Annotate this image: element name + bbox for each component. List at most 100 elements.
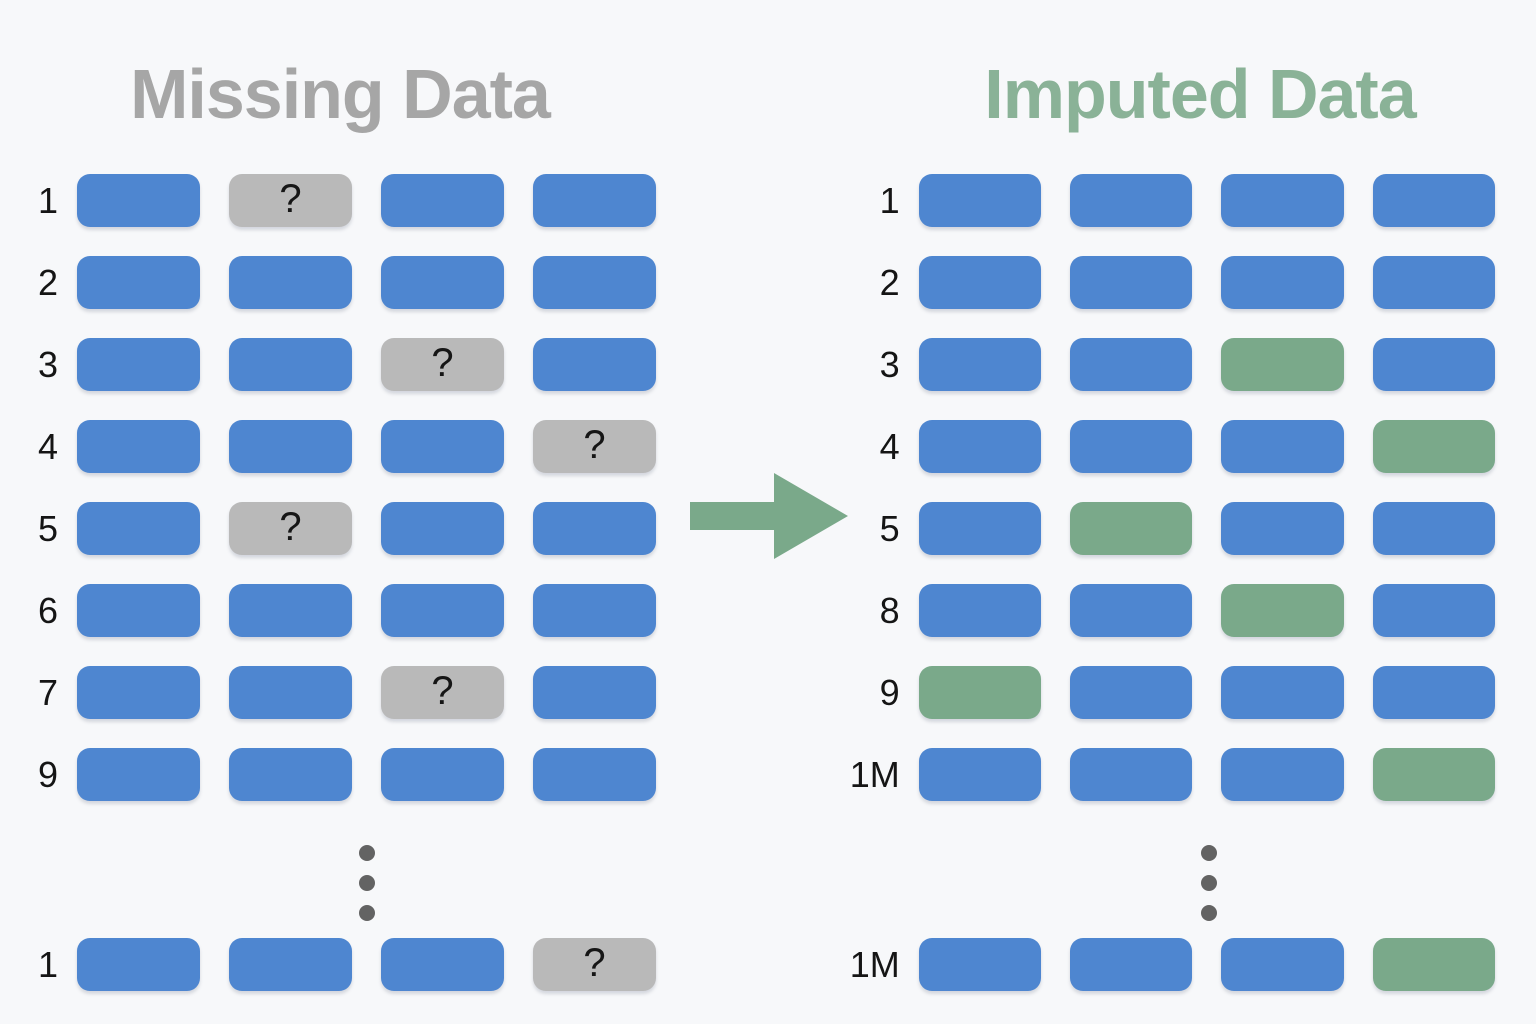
missing-value-cell: ? [229,502,352,555]
row-label: 1 [37,944,58,985]
right-arrow-icon [690,473,848,559]
imputed-value-cell [1221,338,1344,391]
missing-value-cell: ? [381,666,504,719]
observed-value-cell [918,584,1042,637]
data-row: 9 [20,748,660,801]
data-row: 2 [845,256,1496,309]
missing-value-cell: ? [381,338,504,391]
ellipsis-dot [1200,845,1217,861]
observed-value-cell [1221,256,1344,309]
data-row: 5 [845,502,1496,555]
observed-value-cell [1070,938,1193,991]
observed-value-cell [229,420,352,473]
row-label: 9 [37,754,58,795]
data-row: 4? [20,420,660,473]
observed-value-cell [77,748,200,801]
observed-value-cell [381,174,504,227]
observed-value-cell [1221,174,1344,227]
observed-value-cell [77,256,200,309]
data-row: 3 [845,338,1496,391]
imputed-value-cell [1221,584,1344,637]
data-row: 7? [20,666,660,719]
row-label: 1M [849,944,900,985]
observed-value-cell [533,174,656,227]
observed-value-cell [918,420,1042,473]
missing-value-cell: ? [533,420,656,473]
observed-value-cell [229,256,352,309]
data-row: 6 [20,584,660,637]
observed-value-cell [1070,420,1193,473]
observed-value-cell [1070,748,1193,801]
observed-value-cell [77,420,200,473]
row-label: 1 [879,180,900,221]
observed-value-cell [533,666,656,719]
observed-value-cell [1070,338,1193,391]
data-row: 3? [20,338,660,391]
ellipsis-dot [1200,905,1217,921]
observed-value-cell [1221,666,1344,719]
missing-data-title: Missing Data [130,55,551,133]
data-row: 1 [845,174,1496,227]
observed-value-cell [533,338,656,391]
observed-value-cell [77,502,200,555]
observed-value-cell [381,584,504,637]
imputed-value-cell [1372,938,1496,991]
row-label: 4 [37,426,58,467]
observed-value-cell [229,666,352,719]
missing-value-cell: ? [229,174,352,227]
vertical-ellipsis [919,830,1498,938]
data-row: 1? [20,174,660,227]
observed-value-cell [381,420,504,473]
imputed-data-title: Imputed Data [984,55,1416,133]
observed-value-cell [381,938,504,991]
observed-value-cell [77,338,200,391]
row-label: 4 [879,426,900,467]
missing-data-panel: Missing Data 1? 2 3? 4? 5? 6 7? 9 1? [20,0,660,1024]
data-row: 1M [845,938,1496,991]
missing-data-grid: 1? 2 3? 4? 5? 6 7? 9 1? [20,174,660,1020]
observed-value-cell [533,748,656,801]
observed-value-cell [77,584,200,637]
imputed-value-cell [1372,420,1496,473]
observed-value-cell [918,938,1042,991]
observed-value-cell [1221,502,1344,555]
ellipsis-dot [358,845,375,861]
data-row: 9 [845,666,1496,719]
observed-value-cell [1372,174,1496,227]
data-row: 4 [845,420,1496,473]
observed-value-cell [229,584,352,637]
observed-value-cell [918,174,1042,227]
observed-value-cell [1221,938,1344,991]
observed-value-cell [77,666,200,719]
imputed-data-grid: 1 2 3 4 5 8 9 1M 1M [845,174,1498,1020]
observed-value-cell [1070,174,1193,227]
observed-value-cell [1070,584,1193,637]
row-label: 8 [879,590,900,631]
row-label: 1M [849,754,900,795]
row-label: 7 [37,672,58,713]
observed-value-cell [1221,748,1344,801]
row-label: 9 [879,672,900,713]
data-row: 2 [20,256,660,309]
observed-value-cell [1372,256,1496,309]
data-row: 8 [845,584,1496,637]
row-label: 3 [879,344,900,385]
data-row: 1? [20,938,660,991]
observed-value-cell [918,502,1042,555]
imputed-data-panel: Imputed Data 1 2 3 4 5 8 9 1M 1M [845,0,1498,1024]
observed-value-cell [381,502,504,555]
row-label: 5 [37,508,58,549]
imputed-value-cell [918,666,1042,719]
observed-value-cell [533,584,656,637]
row-label: 2 [879,262,900,303]
imputed-value-cell [1070,502,1193,555]
observed-value-cell [1221,420,1344,473]
observed-value-cell [1070,666,1193,719]
ellipsis-dot [1200,875,1217,891]
imputed-value-cell [1372,748,1496,801]
observed-value-cell [229,338,352,391]
observed-value-cell [1372,338,1496,391]
observed-value-cell [1070,256,1193,309]
ellipsis-dot [358,905,375,921]
